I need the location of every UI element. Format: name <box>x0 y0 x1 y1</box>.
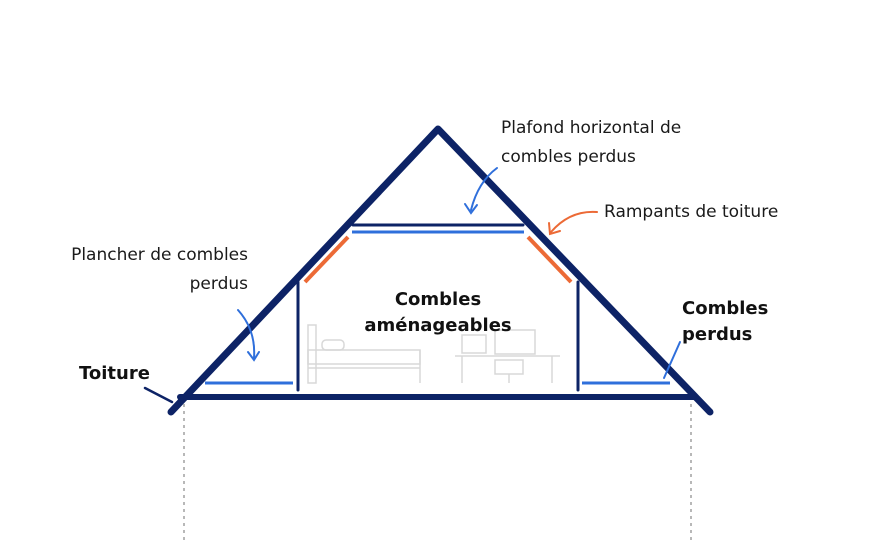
right-rafter-insulation-line <box>526 235 573 284</box>
plafond-label-line-1: Plafond horizontal de <box>501 118 682 138</box>
combles-perdus-pointer <box>663 341 681 379</box>
toiture-pointer <box>143 386 174 404</box>
toiture-label-text: Toiture <box>79 363 150 384</box>
plancher-arrow <box>237 309 260 362</box>
combles-amenageables-line-2: aménageables <box>364 315 512 336</box>
rampants-label: Rampants de toiture <box>604 198 778 227</box>
combles-perdus-label: Combles perdus <box>682 296 768 348</box>
toiture-label: Toiture <box>79 361 150 387</box>
plafond-label-line-2: combles perdus <box>501 147 636 167</box>
plancher-label-line-2: perdus <box>189 274 248 294</box>
plancher-label-line-1: Plancher de combles <box>71 245 248 265</box>
roof-structure <box>167 125 714 416</box>
roof-slopes <box>167 125 714 416</box>
combles-amenageables-label: Combles aménageables <box>330 287 546 339</box>
plancher-label: Plancher de combles perdus <box>71 241 248 299</box>
desk-icon <box>455 329 560 383</box>
combles-perdus-line-1: Combles <box>682 298 769 319</box>
bed-icon <box>307 324 421 384</box>
combles-perdus-line-2: perdus <box>682 324 753 345</box>
plafond-label: Plafond horizontal de combles perdus <box>501 114 681 172</box>
left-rafter-insulation-line <box>303 235 350 284</box>
rampants-arrow <box>548 210 598 236</box>
combles-amenageables-line-1: Combles <box>394 289 482 310</box>
plafond-arrow <box>464 167 498 215</box>
rampants-label-text: Rampants de toiture <box>604 202 779 222</box>
